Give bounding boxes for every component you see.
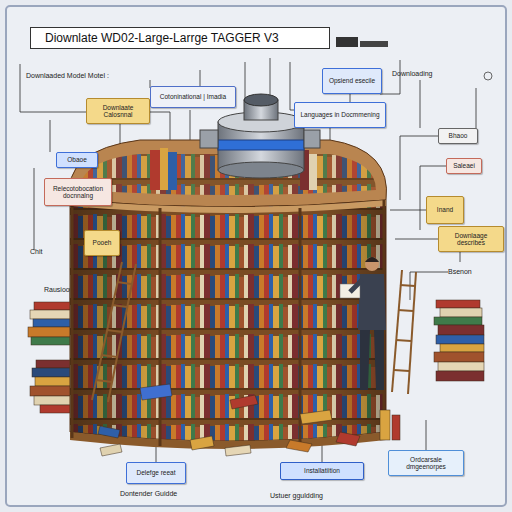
label-box: Downlaate Calosnnal [86, 98, 150, 124]
label-box: Relecotobocation docnnalng [44, 178, 112, 206]
label-box: Ordcarsale dmgeenorpes [388, 450, 464, 476]
label-box: Downlaage describes [438, 226, 504, 252]
label-box: Inand [426, 196, 464, 224]
box-text: Ordcarsale dmgeenorpes [391, 456, 461, 471]
box-text: Languages in Docmmening [297, 111, 383, 118]
box-text: Saleaei [449, 162, 479, 169]
label-box: Delefge reeat [126, 462, 186, 484]
free-label: Downlaaded Model Motel : [26, 72, 109, 80]
box-text: Obaoe [59, 156, 95, 163]
box-text: Installatiition [283, 467, 361, 474]
box-text: Inand [429, 206, 461, 213]
label-box: Opsiend esecile [322, 68, 382, 94]
free-label: Downloading [392, 70, 432, 78]
free-label: Rausioo [44, 286, 70, 294]
label-box: Installatiition [280, 462, 364, 480]
box-text: Opsiend esecile [325, 77, 379, 84]
box-text: Relecotobocation docnnalng [47, 185, 109, 200]
label-box: Obaoe [56, 152, 98, 168]
free-label: Bsenon [448, 268, 472, 276]
box-text: Cotoninational | Imadia [153, 93, 233, 100]
box-text: Downlaate Calosnnal [89, 104, 147, 119]
box-text: Downlaage describes [441, 232, 501, 247]
free-label: Ustuer gguldding [270, 492, 323, 500]
free-label: Chit [30, 248, 42, 256]
label-box: Bhaoo [438, 128, 478, 144]
box-text: Pooeh [87, 239, 117, 246]
label-box: Languages in Docmmening [294, 102, 386, 128]
label-box: Saleaei [446, 158, 482, 174]
box-text: Delefge reeat [129, 469, 183, 476]
box-text: Bhaoo [441, 132, 475, 139]
free-label: Dontender Guidde [120, 490, 177, 498]
label-box: Pooeh [84, 230, 120, 256]
title-bar: Diownlate WD02-Large-Larrge TAGGER V3 [30, 27, 330, 49]
label-box: Cotoninational | Imadia [150, 86, 236, 108]
